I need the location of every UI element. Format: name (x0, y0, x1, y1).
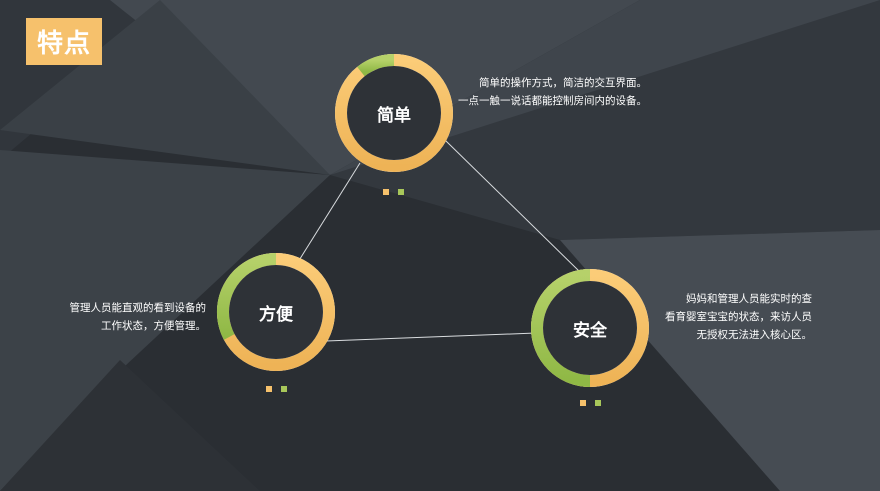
connector-line (445, 140, 581, 273)
desc-line: 无授权无法进入核心区。 (696, 329, 813, 341)
decor-dots (266, 386, 287, 392)
connector-line (297, 162, 361, 263)
orange-dot (383, 189, 389, 195)
decor-dots (580, 400, 601, 406)
desc-line: 管理人员能直观的看到设备的 (69, 302, 207, 314)
title-badge: 特点 (26, 18, 102, 65)
orange-dot (580, 400, 586, 406)
desc-line: 工作状态，方便管理。 (101, 320, 206, 332)
desc-line: 看育婴室宝宝的状态，来访人员 (665, 311, 812, 323)
ring-simple (335, 54, 453, 172)
feature-label-safe: 安全 (573, 321, 607, 341)
orange-dot (266, 386, 272, 392)
ring-safe (531, 269, 649, 387)
feature-desc-simple: 简单的操作方式，简洁的交互界面。 一点一触一说话都能控制房间内的设备。 (458, 74, 647, 110)
green-dot (398, 189, 404, 195)
connector-line (325, 332, 537, 342)
desc-line: 妈妈和管理人员能实时的查 (686, 293, 812, 305)
desc-line: 一点一触一说话都能控制房间内的设备。 (458, 95, 647, 107)
green-dot (281, 386, 287, 392)
feature-label-simple: 简单 (377, 106, 411, 126)
page-title: 特点 (36, 29, 91, 59)
feature-desc-convenient: 管理人员能直观的看到设备的 工作状态，方便管理。 (56, 299, 207, 335)
green-dot (595, 400, 601, 406)
decor-dots (383, 189, 404, 195)
feature-label-convenient: 方便 (259, 305, 293, 325)
desc-line: 简单的操作方式，简洁的交互界面。 (479, 77, 647, 89)
ring-convenient (217, 252, 335, 371)
feature-desc-safe: 妈妈和管理人员能实时的查 看育婴室宝宝的状态，来访人员 无授权无法进入核心区。 (652, 290, 812, 344)
